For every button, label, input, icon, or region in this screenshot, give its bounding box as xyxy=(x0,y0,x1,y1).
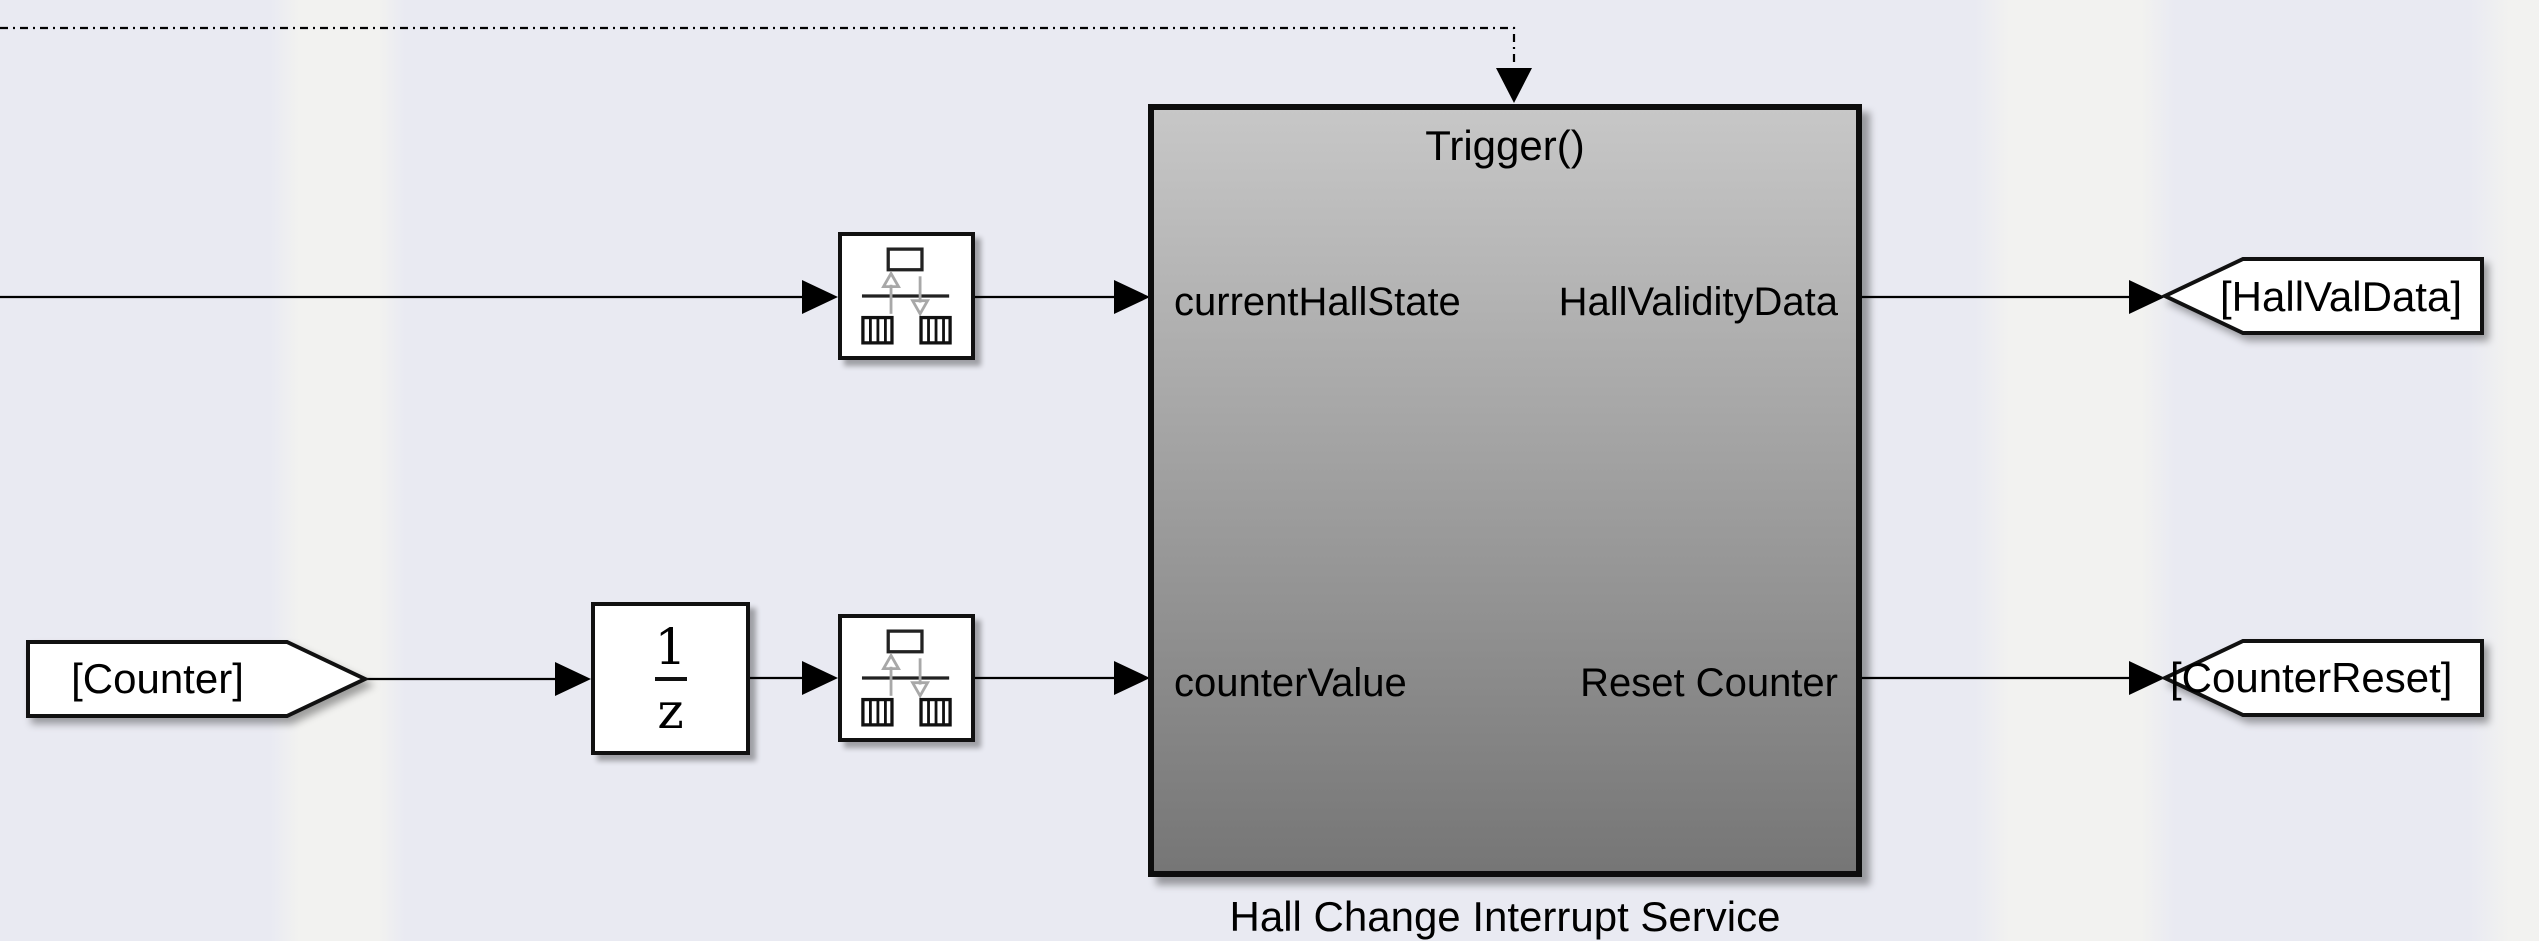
input-port-label-currenthallstate: currentHallState xyxy=(1174,280,1461,324)
rate-transition-block-1[interactable] xyxy=(838,232,975,360)
goto-tag-hallvaldata-label: [HallValData] xyxy=(2220,273,2462,320)
arrowhead-icon xyxy=(802,280,838,314)
unit-delay-block[interactable]: 1 z xyxy=(591,602,750,755)
fraction-bar xyxy=(654,676,687,681)
arrowhead-icon xyxy=(2129,280,2165,314)
arrowhead-icon xyxy=(1114,661,1150,695)
trigger-signal-wire[interactable] xyxy=(0,26,1516,66)
arrowhead-icon xyxy=(802,661,838,695)
unit-delay-numerator: 1 xyxy=(654,617,687,676)
output-port-label-resetcounter: Reset Counter xyxy=(1580,661,1838,705)
arrowhead-icon xyxy=(1114,280,1150,314)
unit-delay-fraction: 1 z xyxy=(654,617,687,740)
input-port-label-countervalue: counterValue xyxy=(1174,661,1407,705)
trigger-arrowhead-icon xyxy=(1496,68,1532,103)
unit-delay-denominator: z xyxy=(657,681,684,740)
rate-transition-icon xyxy=(861,247,952,345)
rate-transition-icon xyxy=(861,629,952,727)
from-tag-counter-label: [Counter] xyxy=(71,655,244,702)
output-port-label-hallvaliditydata: HallValidityData xyxy=(1558,280,1838,324)
arrowhead-icon xyxy=(2129,661,2165,695)
arrowhead-icon xyxy=(555,662,591,696)
goto-tag-counterreset[interactable] xyxy=(2160,639,2484,717)
goto-tag-hallvaldata[interactable] xyxy=(2160,257,2484,335)
goto-tag-counterreset-label: [CounterReset] xyxy=(2170,654,2453,701)
from-tag-counter[interactable] xyxy=(26,640,370,718)
subsystem-name-label: Hall Change Interrupt Service xyxy=(1229,893,1781,940)
rate-transition-block-2[interactable] xyxy=(838,614,975,742)
triggered-subsystem-block[interactable]: Trigger() currentHallState counterValue … xyxy=(1148,104,1862,877)
trigger-port-label: Trigger() xyxy=(1425,122,1585,169)
